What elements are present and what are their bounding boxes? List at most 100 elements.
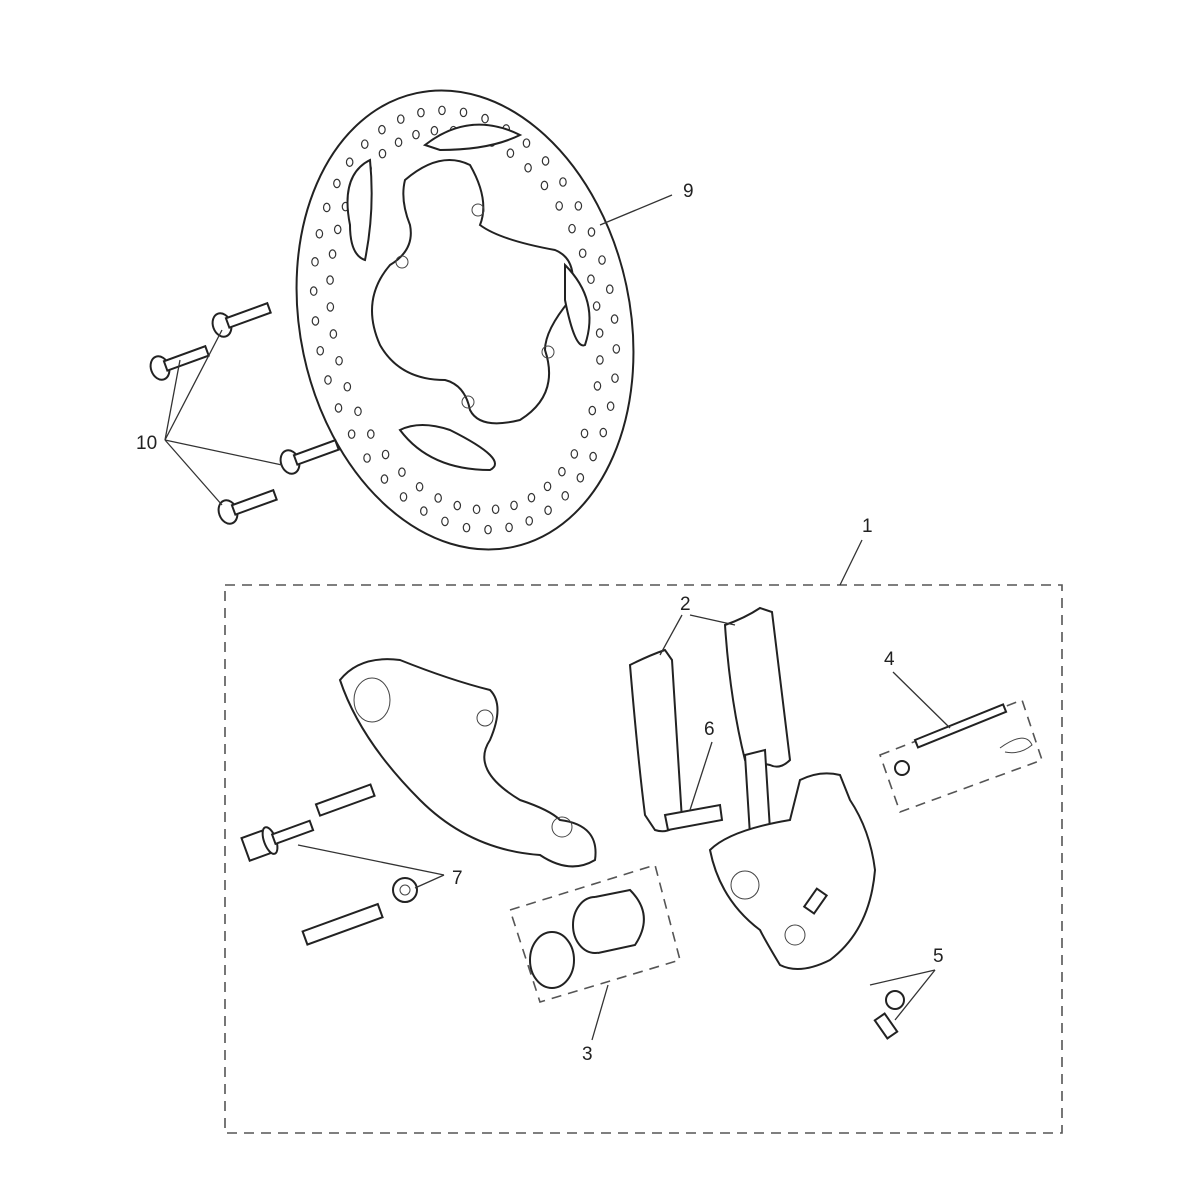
callout-10: 10 [136, 433, 157, 454]
bleed-nipple[interactable] [802, 887, 905, 1040]
disc-hole [326, 275, 334, 285]
brake-pad-left[interactable] [628, 648, 684, 833]
disc-hole [398, 467, 406, 478]
disc-hole [570, 449, 579, 459]
callout-6: 6 [704, 719, 715, 740]
disc-hole [574, 201, 583, 211]
caliper-bracket[interactable] [338, 658, 597, 868]
disc-hole [363, 453, 371, 463]
disc-hole [315, 228, 324, 239]
disc-hole [598, 255, 606, 265]
callout-4: 4 [884, 649, 895, 670]
disc-hole [459, 107, 468, 118]
disc-hole [580, 428, 589, 439]
disc-hole [417, 107, 425, 118]
brake-disc[interactable] [255, 59, 674, 581]
disc-bolts[interactable] [147, 297, 341, 527]
caliper-body[interactable] [708, 772, 877, 970]
disc-hole [324, 375, 332, 385]
disc-hole [578, 248, 587, 259]
disc-hole [335, 355, 343, 366]
disc-hole [309, 286, 318, 296]
disc-hole [576, 473, 585, 483]
disc-hole [612, 344, 621, 354]
disc-hole [568, 223, 576, 234]
disc-hole [360, 139, 369, 149]
disc-hole [367, 429, 375, 439]
callout-7: 7 [452, 868, 463, 889]
disc-hole [599, 427, 608, 438]
brake-pad-right[interactable] [723, 606, 792, 768]
bracket-bolts[interactable] [240, 783, 418, 946]
disc-hole [434, 493, 442, 503]
disc-hole [420, 506, 428, 516]
disc-hole [611, 373, 619, 383]
disc-hole [541, 156, 550, 166]
disc-hole [380, 474, 389, 484]
callout-9: 9 [683, 181, 694, 202]
pad-pin[interactable] [913, 703, 1008, 749]
disc-hole [333, 178, 341, 189]
disc-hole [441, 516, 449, 527]
pin-clip[interactable] [999, 737, 1033, 754]
disc-hole [328, 249, 337, 259]
disc-hole [543, 481, 552, 492]
callout-5: 5 [933, 946, 944, 967]
disc-hole [595, 328, 604, 338]
disc-hole [561, 491, 570, 501]
disc-hole [354, 406, 362, 417]
disc-hole [491, 504, 500, 515]
disc-hole [544, 505, 552, 516]
disc-hole [481, 113, 489, 124]
leader-lines [164, 194, 951, 1041]
disc-hole [322, 202, 331, 213]
caliper-kit-boundary [224, 584, 1063, 1134]
disc-hole [462, 522, 471, 533]
disc-hole [606, 401, 615, 412]
disc-hole [587, 274, 595, 285]
disc-hole [559, 177, 567, 187]
disc-hole [510, 500, 518, 511]
disc-hole [378, 148, 387, 159]
disc-hole [524, 162, 532, 173]
disc-hole [316, 345, 325, 356]
disc-hole [506, 148, 515, 159]
disc-hole [311, 257, 319, 267]
disc-hole [347, 429, 356, 439]
disc-hole [522, 138, 531, 148]
disc-hole [438, 105, 446, 116]
disc-hole [329, 329, 338, 339]
pad-spring[interactable] [743, 748, 772, 837]
disc-hole [527, 492, 536, 503]
callout-1: 1 [862, 516, 873, 537]
disc-hole [505, 522, 513, 533]
callout-3: 3 [582, 1044, 593, 1065]
piston-seal[interactable] [529, 931, 575, 989]
disc-hole [596, 355, 604, 365]
disc-hole [558, 466, 566, 477]
pin-nut[interactable] [894, 760, 910, 776]
callout-2: 2 [680, 594, 691, 615]
disc-hole [588, 405, 597, 416]
disc-hole [610, 314, 619, 324]
disc-hole [399, 492, 408, 502]
disc-hole [453, 500, 462, 511]
disc-hole [343, 381, 352, 392]
disc-hole [540, 180, 549, 191]
disc-hole [592, 301, 601, 311]
disc-hole [412, 129, 420, 140]
piston[interactable] [572, 888, 645, 954]
disc-hole [555, 201, 563, 211]
disc-hole [430, 125, 439, 136]
disc-hole [525, 516, 534, 526]
disc-hole [396, 114, 405, 124]
disc-hole [311, 316, 320, 326]
disc-hole [605, 284, 614, 295]
pad-clip[interactable] [663, 803, 724, 832]
disc-hole [334, 403, 343, 413]
disc-hole [394, 137, 403, 148]
disc-hole [589, 451, 597, 462]
disc-hole [593, 381, 602, 391]
